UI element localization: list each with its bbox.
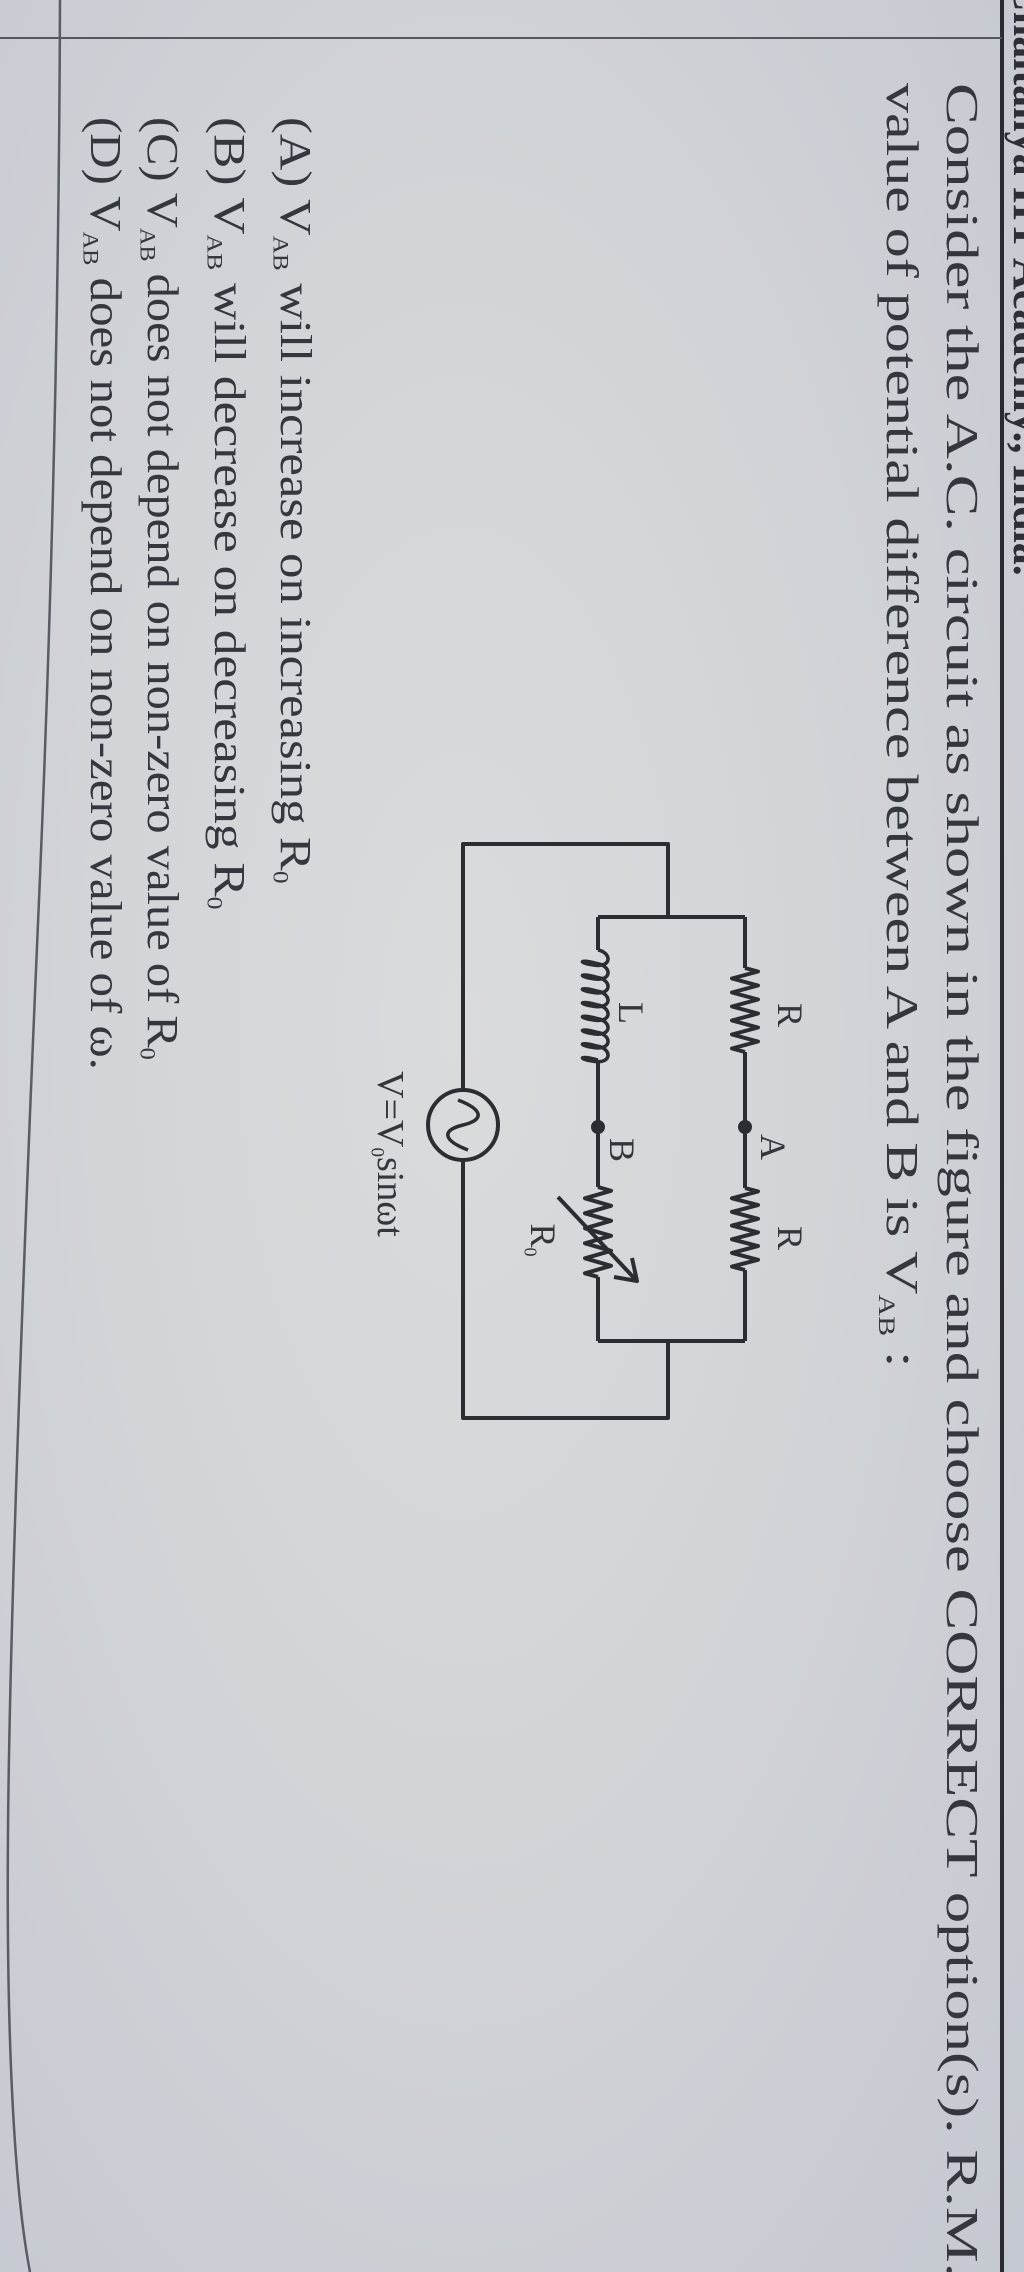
node-a-dot <box>738 1120 752 1134</box>
ac-sine-icon <box>446 1098 480 1152</box>
option-tail: R0 <box>268 837 320 884</box>
vab-symbol: VAB <box>268 199 320 271</box>
label-node-b: B <box>602 1137 642 1163</box>
option-text: does not depend on non-zero value of <box>138 273 187 1004</box>
resistor-r2 <box>730 1186 760 1272</box>
option-tail: ω. <box>81 1025 130 1070</box>
vab-symbol: VAB <box>135 192 187 262</box>
label-resistor-r1: R <box>770 1002 810 1028</box>
resistor-r1 <box>730 966 760 1054</box>
option-text: will decrease on decreasing <box>205 283 254 850</box>
option-d[interactable]: (D) VAB does not depend on non-zero valu… <box>78 117 130 1070</box>
label-inductor-l: L <box>611 1002 651 1024</box>
wire-outer-right <box>461 1160 670 1420</box>
option-label: (D) <box>81 117 130 185</box>
resistor-r0 <box>583 1185 613 1279</box>
label-node-a: A <box>753 1134 793 1160</box>
option-c[interactable]: (C) VAB does not depend on non-zero valu… <box>135 117 187 1060</box>
option-label: (A) <box>271 117 320 188</box>
node-b-dot <box>591 1120 605 1134</box>
option-text: does not depend on non-zero value of <box>81 277 130 1014</box>
variable-arrow-head <box>613 1257 639 1283</box>
option-label: (B) <box>205 117 254 186</box>
option-a[interactable]: (A) VAB will increase on increasing R0 <box>268 117 320 884</box>
label-source-voltage: V=V0sinωt <box>366 1071 411 1237</box>
label-resistor-r2: R <box>770 1225 810 1251</box>
vab-symbol: VAB <box>202 197 254 271</box>
option-text: will increase on increasing <box>271 283 320 825</box>
option-tail: R0 <box>202 862 254 910</box>
vab-symbol: VAB <box>78 196 130 266</box>
label-variable-resistor: R0 <box>520 1223 563 1257</box>
inductor-coil <box>580 948 610 1064</box>
wire-outer-left <box>461 842 670 1090</box>
option-tail: R0 <box>135 1015 187 1060</box>
variable-arrow-shaft <box>556 1195 638 1282</box>
option-b[interactable]: (B) VAB will decrease on decreasing R0 <box>202 117 254 910</box>
box-bottom-rule <box>6 0 62 2272</box>
option-label: (C) <box>138 117 187 182</box>
ac-source-circle <box>426 1088 500 1162</box>
